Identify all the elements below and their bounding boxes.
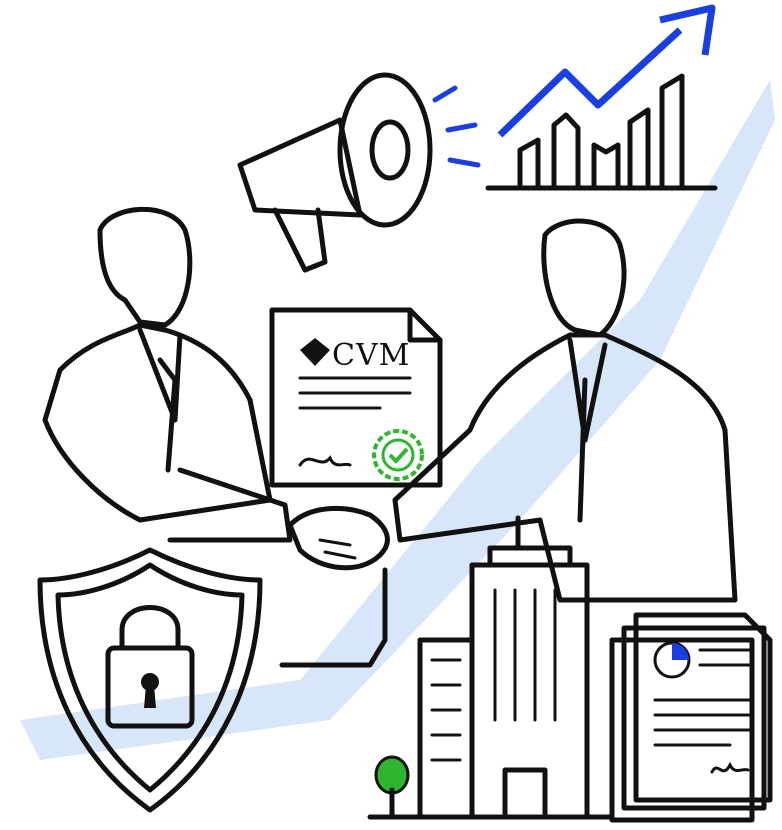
tree-icon [374, 755, 410, 820]
contract-document [269, 307, 443, 488]
handshake-icon [287, 505, 390, 571]
verified-seal-icon [372, 429, 424, 481]
left-businessman [42, 206, 293, 543]
office-building-icon [367, 515, 613, 820]
security-shield-icon [37, 547, 263, 813]
report-documents-icon [609, 612, 773, 823]
growth-chart-icon [485, 4, 718, 191]
document-brand-text: CVM [332, 338, 411, 373]
pie-chart-icon [653, 641, 691, 679]
right-businessman [392, 218, 738, 603]
growth-wash [20, 80, 775, 760]
megaphone-icon [237, 72, 481, 273]
